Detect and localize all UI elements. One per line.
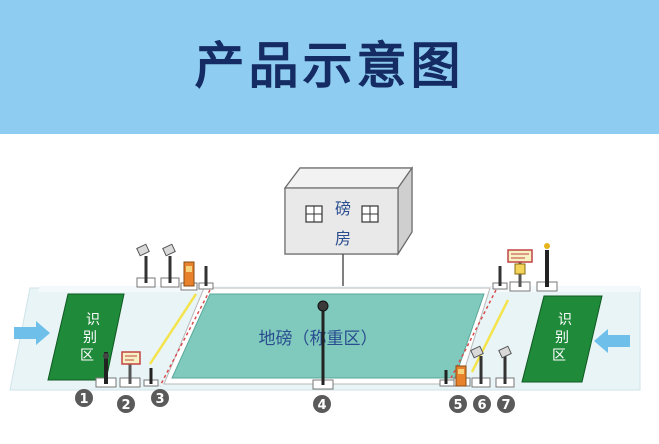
sensor-post-left-top	[198, 266, 214, 290]
sensor-post-3	[143, 368, 159, 387]
camera-left-top-2	[160, 243, 180, 288]
marker-4: 4	[313, 395, 331, 413]
right-identification-zone: 识 别 区	[521, 295, 603, 383]
barrier-gate-5	[439, 365, 471, 387]
svg-text:7: 7	[501, 398, 510, 413]
left-zone-label-1: 识	[86, 312, 100, 328]
left-zone-label-3: 区	[80, 348, 94, 364]
lamp-post-4	[312, 300, 334, 390]
infrared-beam-left	[148, 293, 198, 365]
svg-text:4: 4	[317, 398, 326, 413]
right-zone-label-2: 别	[555, 330, 569, 346]
infrared-beam-right	[470, 299, 510, 373]
display-board-2	[119, 351, 141, 388]
svg-text:3: 3	[155, 392, 164, 407]
display-board-right-top	[507, 249, 533, 292]
camera-6	[470, 345, 491, 388]
title-banner: 产品示意图	[0, 0, 659, 134]
scale-label: 地磅（称重区）	[259, 329, 378, 349]
entry-arrow-left-icon	[14, 321, 50, 345]
house-label-1: 磅	[335, 199, 351, 218]
camera-left-top-1	[136, 243, 156, 288]
window-icon	[361, 205, 379, 223]
marker-3: 3	[151, 389, 169, 407]
marker-7: 7	[497, 395, 515, 413]
left-zone-label-2: 别	[83, 330, 97, 346]
window-icon	[305, 205, 323, 223]
weighbridge-diagram: 磅 房 识 别 区 识 别 区 地磅（称重区）	[9, 166, 641, 413]
marker-2: 2	[117, 395, 135, 413]
diagram-area: 磅 房 识 别 区 识 别 区 地磅（称重区）	[0, 134, 659, 444]
traffic-light-post-1	[95, 352, 117, 388]
house-label-2: 房	[335, 229, 351, 248]
entry-arrow-right-icon	[594, 329, 630, 353]
page-title: 产品示意图	[194, 37, 465, 95]
marker-6: 6	[473, 395, 491, 413]
weigh-house: 磅 房	[283, 166, 414, 257]
right-zone-label-3: 区	[552, 348, 566, 364]
svg-text:2: 2	[121, 398, 130, 413]
svg-text:5: 5	[453, 398, 462, 413]
barrier-gate-left-top	[180, 261, 198, 291]
svg-text:1: 1	[79, 392, 88, 407]
weighbridge-platform: 地磅（称重区）	[163, 287, 491, 385]
svg-text:6: 6	[477, 398, 486, 413]
sensor-post-right-top	[492, 266, 508, 290]
ground-sensor-line-left	[159, 289, 211, 387]
traffic-light-right-top	[536, 243, 558, 292]
marker-5: 5	[449, 395, 467, 413]
marker-1: 1	[75, 389, 93, 407]
right-zone-label-1: 识	[558, 312, 572, 328]
camera-7	[495, 345, 515, 388]
